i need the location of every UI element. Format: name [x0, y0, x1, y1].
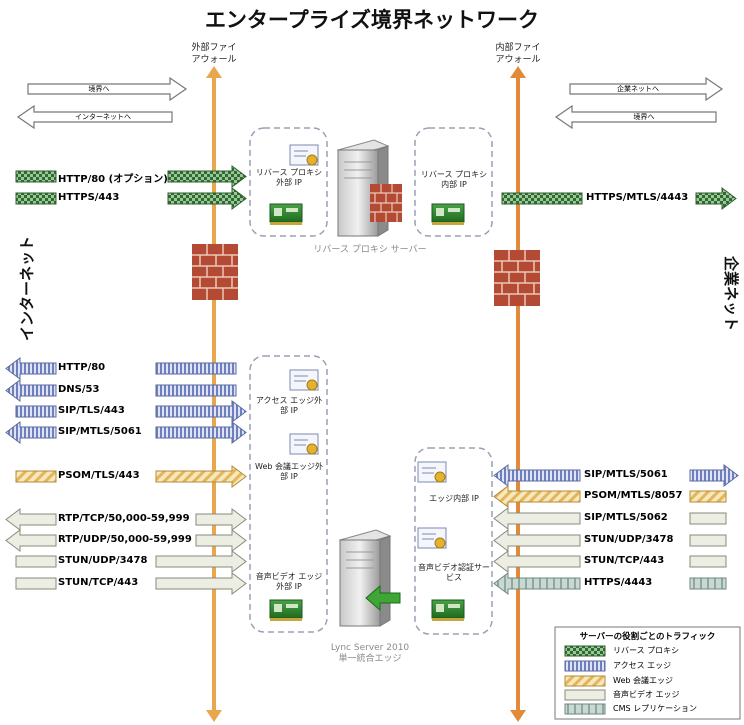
traffic-arrow-https-mtls-4443	[501, 187, 737, 210]
traffic-arrow-sip-tls-443	[15, 400, 247, 423]
label-dns53: DNS/53	[58, 384, 100, 395]
label-sip-mtls-5062: SIP/MTLS/5062	[584, 512, 668, 523]
arrow-label-to-perimeter-right: 境界へ	[633, 113, 655, 121]
legend-swatch-web-conf	[564, 675, 606, 687]
label-rtp-tcp: RTP/TCP/50,000-59,999	[58, 513, 190, 524]
rp-external-ip-label: リバース プロキシ 外部 IP	[255, 168, 323, 187]
label-sip-mtls-5061-left: SIP/MTLS/5061	[58, 426, 142, 437]
edge-caption-line1: Lync Server 2010	[330, 643, 410, 653]
label-https443: HTTPS/443	[58, 192, 120, 203]
label-sip-mtls-5061-right: SIP/MTLS/5061	[584, 469, 668, 480]
reverse-proxy-external-zone	[249, 127, 328, 237]
network-card-icon	[269, 203, 303, 225]
arrow-to-corporate	[569, 76, 724, 102]
label-stun-udp-right: STUN/UDP/3478	[584, 534, 674, 545]
traffic-arrow-sip-mtls-5061-right	[493, 464, 739, 487]
arrow-label-to-internet: インターネットへ	[75, 113, 131, 121]
web-conf-edge-ip-label: Web 会議エッジ外部 IP	[255, 462, 323, 481]
traffic-arrow-http80-optional	[15, 165, 247, 188]
external-firewall-label-line1: 外部ファイ	[191, 43, 237, 53]
legend-item-av-edge: 音声ビデオ エッジ	[613, 690, 680, 699]
internal-firewall-line	[510, 66, 526, 722]
legend-item-web-conf: Web 会議エッジ	[613, 676, 673, 685]
network-card-icon	[431, 599, 465, 621]
rp-server-caption: リバース プロキシ サーバー	[313, 245, 427, 255]
label-https-4443: HTTPS/4443	[584, 577, 653, 588]
edge-server-caption: Lync Server 2010 単一統合エッジ	[300, 643, 440, 665]
reverse-proxy-server-icon	[336, 139, 402, 237]
edge-server-icon	[338, 529, 401, 627]
reverse-proxy-internal-zone	[414, 127, 493, 237]
legend-swatch-access-edge	[564, 660, 606, 672]
label-http80: HTTP/80	[58, 362, 106, 373]
external-firewall-label: 外部ファイ アウォール	[174, 42, 254, 66]
arrow-to-perimeter-right	[554, 104, 717, 130]
certificate-icon	[289, 433, 319, 455]
traffic-arrow-https443-left	[15, 187, 247, 210]
arrow-to-internet	[16, 104, 173, 130]
network-card-icon	[431, 203, 465, 225]
internal-firewall-label: 内部ファイ アウォール	[478, 42, 558, 66]
edge-internal-ip-label: エッジ内部 IP	[429, 494, 479, 503]
traffic-arrow-sip-mtls-5062	[493, 507, 727, 530]
label-psom-tls-443: PSOM/TLS/443	[58, 470, 140, 481]
traffic-arrow-stun-udp-left	[15, 550, 247, 573]
internal-firewall-label-line2: アウォール	[495, 55, 541, 65]
traffic-arrow-http80	[5, 357, 237, 380]
traffic-arrow-rtp-udp	[5, 529, 247, 552]
access-edge-ip-label: アクセス エッジ外部 IP	[255, 396, 323, 415]
label-stun-udp-left: STUN/UDP/3478	[58, 555, 148, 566]
edge-caption-line2: 単一統合エッジ	[338, 654, 402, 664]
brick-wall-left	[192, 244, 238, 300]
network-card-icon	[269, 599, 303, 621]
traffic-arrow-psom-tls-443	[15, 465, 247, 488]
internet-side-label: インターネット	[18, 235, 37, 342]
traffic-arrow-https-4443	[493, 572, 727, 595]
legend-item-access-edge: アクセス エッジ	[613, 661, 672, 670]
arrow-label-to-perimeter: 境界へ	[88, 85, 110, 93]
certificate-icon	[289, 144, 319, 166]
av-auth-service-label: 音声ビデオ認証サービス	[418, 563, 490, 582]
legend-item-cms: CMS レプリケーション	[613, 704, 697, 713]
page-title: エンタープライズ境界ネットワーク	[204, 8, 540, 32]
edge-external-zone	[249, 355, 328, 633]
certificate-icon	[417, 461, 447, 483]
edge-green-arrow-icon	[365, 584, 401, 612]
label-stun-tcp-right: STUN/TCP/443	[584, 555, 665, 566]
legend-swatch-cms	[564, 703, 606, 715]
certificate-icon	[289, 369, 319, 391]
label-rtp-udp: RTP/UDP/50,000-59,999	[58, 534, 192, 545]
external-firewall-label-line2: アウォール	[191, 55, 237, 65]
label-psom-mtls-8057: PSOM/MTLS/8057	[584, 490, 683, 501]
arrow-label-to-corporate: 企業ネットへ	[617, 85, 659, 93]
brick-wall-right	[494, 250, 540, 306]
rp-server-brick-icon	[370, 184, 402, 222]
certificate-icon	[417, 527, 447, 549]
traffic-arrow-sip-mtls-5061-left	[5, 421, 247, 444]
legend-item-reverse-proxy: リバース プロキシ	[613, 646, 680, 655]
traffic-arrow-rtp-tcp	[5, 508, 247, 531]
label-http80-optional: HTTP/80 (オプション)	[58, 174, 168, 185]
traffic-arrow-psom-mtls-8057	[493, 485, 727, 508]
internal-firewall-label-line1: 内部ファイ	[495, 43, 541, 53]
arrow-to-perimeter	[27, 76, 188, 102]
traffic-arrow-stun-udp-right	[493, 529, 727, 552]
corporate-side-label: 企業ネット	[722, 255, 741, 332]
legend-swatch-reverse-proxy	[564, 645, 606, 657]
legend-swatch-av-edge	[564, 689, 606, 701]
traffic-arrow-stun-tcp-right	[493, 550, 727, 573]
legend-title: サーバーの役割ごとのトラフィック	[579, 632, 716, 642]
traffic-arrow-dns53	[5, 379, 237, 402]
traffic-arrow-stun-tcp-left	[15, 572, 247, 595]
rp-internal-ip-label: リバース プロキシ 内部 IP	[420, 170, 488, 189]
label-stun-tcp-left: STUN/TCP/443	[58, 577, 139, 588]
av-edge-ip-label: 音声ビデオ エッジ外部 IP	[255, 572, 323, 591]
label-sip-tls-443: SIP/TLS/443	[58, 405, 125, 416]
label-https-mtls-4443: HTTPS/MTLS/4443	[586, 192, 689, 203]
edge-internal-zone	[414, 447, 493, 635]
